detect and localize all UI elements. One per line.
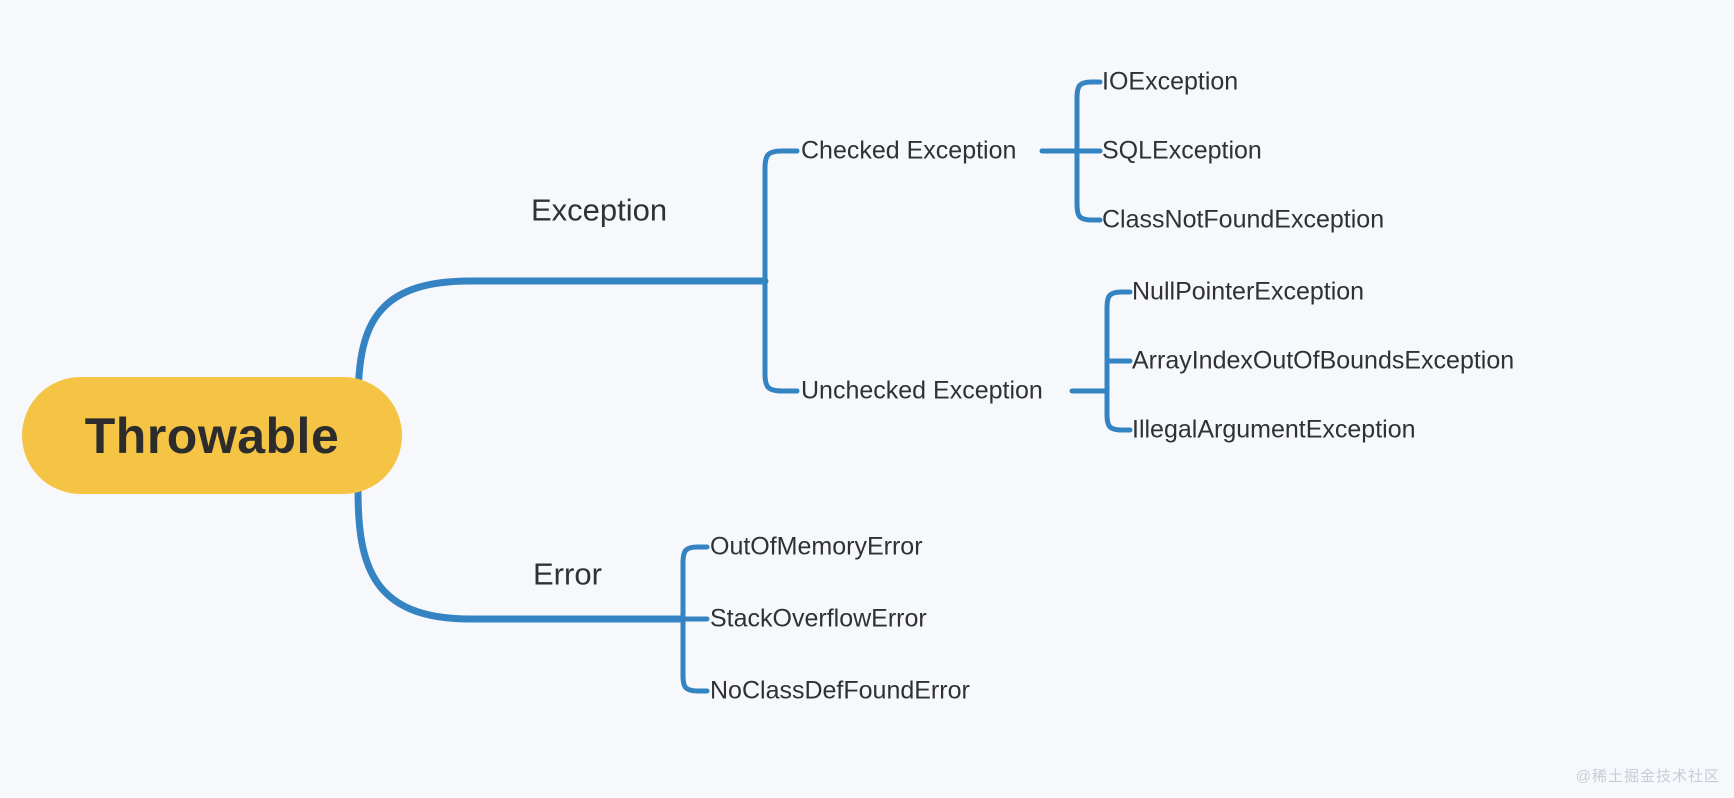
node-unchecked-exception[interactable]: Unchecked Exception (801, 376, 1043, 405)
node-unchecked-exception-label: Unchecked Exception (801, 376, 1043, 405)
node-out-of-memory-error-label: OutOfMemoryError (710, 532, 923, 561)
edge-unchecked-subtrunk (1104, 289, 1125, 433)
watermark: @稀土掘金技术社区 (1575, 768, 1720, 785)
root-node-throwable[interactable]: Throwable (22, 377, 402, 494)
node-out-of-memory-error[interactable]: OutOfMemoryError (710, 532, 923, 561)
node-array-index-out-of-bounds-exception[interactable]: ArrayIndexOutOfBoundsException (1132, 346, 1515, 375)
node-illegal-argument-exception-label: IllegalArgumentException (1132, 415, 1416, 444)
node-stack-overflow-error-label: StackOverflowError (710, 604, 927, 633)
edge-root-to-error (354, 486, 687, 623)
node-checked-exception[interactable]: Checked Exception (801, 136, 1017, 165)
edge-checked-subtrunk (1074, 79, 1095, 223)
root-node-label: Throwable (84, 407, 340, 464)
node-sql-exception-label: SQLException (1102, 136, 1262, 165)
edge-error-subtrunk (680, 544, 701, 694)
node-no-class-def-found-error-label: NoClassDefFoundError (710, 676, 970, 705)
node-sql-exception[interactable]: SQLException (1102, 136, 1262, 165)
node-io-exception-label: IOException (1102, 67, 1239, 96)
node-checked-exception-label: Checked Exception (801, 136, 1017, 165)
node-array-index-out-of-bounds-exception-label: ArrayIndexOutOfBoundsException (1132, 346, 1515, 375)
edge-exception-trunk (762, 148, 785, 394)
node-class-not-found-exception[interactable]: ClassNotFoundException (1102, 205, 1385, 234)
edge-root-to-exception (354, 277, 769, 409)
node-null-pointer-exception[interactable]: NullPointerException (1132, 277, 1365, 306)
node-no-class-def-found-error[interactable]: NoClassDefFoundError (710, 676, 970, 705)
node-exception[interactable]: Exception (531, 195, 667, 226)
node-io-exception[interactable]: IOException (1102, 67, 1239, 96)
node-stack-overflow-error[interactable]: StackOverflowError (710, 604, 927, 633)
node-error-label: Error (533, 556, 602, 592)
node-class-not-found-exception-label: ClassNotFoundException (1102, 205, 1385, 234)
node-illegal-argument-exception[interactable]: IllegalArgumentException (1132, 415, 1416, 444)
node-exception-label: Exception (531, 192, 668, 228)
node-null-pointer-exception-label: NullPointerException (1132, 277, 1365, 306)
node-error[interactable]: Error (533, 559, 602, 590)
